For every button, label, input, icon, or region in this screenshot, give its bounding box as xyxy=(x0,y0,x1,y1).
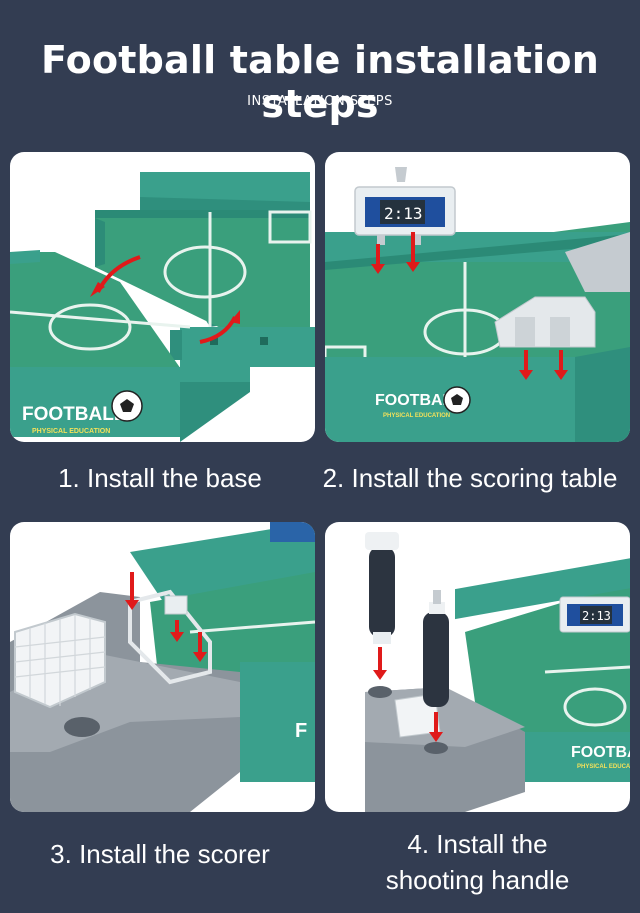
page-title: Football table installation steps xyxy=(41,38,599,126)
scoreboard-illustration: 2:13 FOOTBALL PHYSICAL EDUCATION xyxy=(325,167,630,442)
step-1-image: FOOTBALL PHYSICAL EDUCATION xyxy=(10,152,315,442)
page-subtitle: INSTALLATION STEPS xyxy=(247,94,393,109)
brand-sub-label: PHYSICAL EDUCATION xyxy=(32,428,110,435)
step-2-image: 2:13 FOOTBALL PHYSICAL EDUCATION xyxy=(325,152,630,442)
step-2-caption: 2. Install the scoring table xyxy=(322,463,618,493)
scoreboard-value-4: 2:13 xyxy=(582,609,611,623)
shooting-handle-illustration: 2:13 FOOTBALL PHYSICAL EDUCATION xyxy=(365,532,630,812)
brand-sub-label-2: PHYSICAL EDUCATION xyxy=(383,413,450,419)
step-4-image: 2:13 FOOTBALL PHYSICAL EDUCATION xyxy=(325,522,630,812)
scoreboard-value: 2:13 xyxy=(384,204,423,223)
svg-text:F: F xyxy=(295,720,307,742)
brand-label-2: FOOTBALL xyxy=(375,392,462,409)
brand-label: FOOTBALL xyxy=(22,404,126,425)
goal-scorer-illustration: F xyxy=(10,522,315,812)
step-3-caption: 3. Install the scorer xyxy=(50,839,270,869)
handle-left xyxy=(369,547,395,637)
brand-sub-label-4: PHYSICAL EDUCATION xyxy=(577,764,630,770)
step-4-caption: 4. Install the shooting handle xyxy=(385,829,570,895)
brand-label-4: FOOTBALL xyxy=(571,744,630,761)
step-1-caption: 1. Install the base xyxy=(58,463,262,493)
base-assembly-illustration: FOOTBALL PHYSICAL EDUCATION xyxy=(10,172,315,442)
handle-right xyxy=(423,612,449,707)
step-3-image: F xyxy=(10,522,315,812)
